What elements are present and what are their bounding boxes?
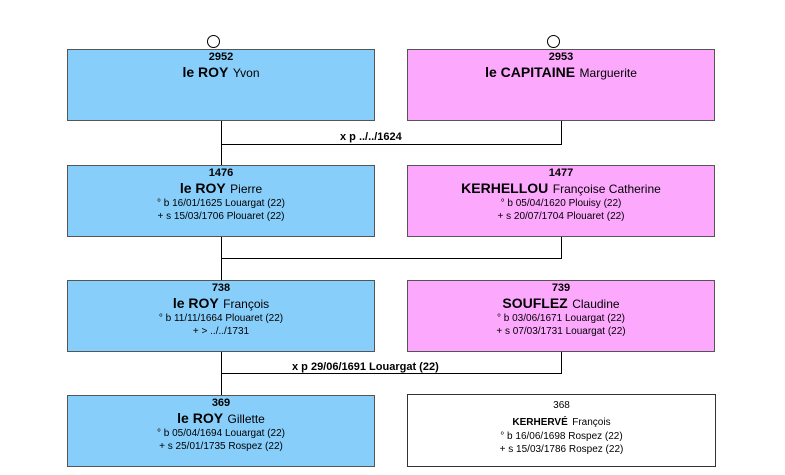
surname: KERHELLOU <box>461 180 549 196</box>
death-event: + s 15/03/1706 Plouaret (22) <box>157 211 285 222</box>
sosa-number: 739 <box>551 282 571 294</box>
sosa-number: 2952 <box>208 51 234 63</box>
person-box-369[interactable]: 369 le ROY Gillette ° b 05/04/1694 Louar… <box>67 395 375 467</box>
birth-event: ° b 03/06/1671 Louargat (22) <box>497 313 625 324</box>
given-name: Gillette <box>227 412 265 426</box>
person-name: le CAPITAINE Marguerite <box>408 64 714 81</box>
death-event: + s 07/03/1731 Louargat (22) <box>496 326 626 337</box>
person-name: KERHELLOU Françoise Catherine <box>408 180 714 197</box>
surname: le ROY <box>179 180 226 196</box>
person-name: le ROY François <box>68 295 374 312</box>
given-name: Marguerite <box>579 66 637 80</box>
ancestor-marker-icon <box>547 35 560 48</box>
sosa-number: 738 <box>211 282 231 294</box>
sosa-number: 368 <box>553 400 570 411</box>
marriage-label: x p ../../1624 <box>340 131 402 143</box>
surname: le ROY <box>172 295 219 311</box>
birth-event: ° b 16/06/1698 Rospez (22) <box>500 431 623 442</box>
surname: SOUFLEZ <box>502 295 568 311</box>
person-name: SOUFLEZ Claudine <box>408 295 714 312</box>
connector-line <box>561 352 562 373</box>
given-name: Françoise Catherine <box>552 182 661 196</box>
death-event: + s 25/01/1735 Rospez (22) <box>159 441 283 452</box>
person-name: KERHERVÉ François <box>408 414 715 430</box>
person-name: le ROY Pierre <box>68 180 374 197</box>
given-name: Yvon <box>232 66 260 80</box>
connector-line <box>221 373 562 374</box>
person-box-1476[interactable]: 1476 le ROY Pierre ° b 16/01/1625 Louarg… <box>67 165 375 237</box>
surname: le ROY <box>182 64 229 80</box>
sosa-number: 1476 <box>208 167 234 179</box>
connector-line <box>561 237 562 258</box>
surname: KERHERVÉ <box>512 417 568 428</box>
person-box-1477[interactable]: 1477 KERHELLOU Françoise Catherine ° b 0… <box>407 165 715 237</box>
birth-event: ° b 11/11/1664 Plouaret (22) <box>158 313 284 324</box>
given-name: François <box>572 417 611 428</box>
death-event: + s 20/07/1704 Plouaret (22) <box>497 211 625 222</box>
birth-event: ° b 16/01/1625 Louargat (22) <box>157 198 285 209</box>
marriage-label: x p 29/06/1691 Louargat (22) <box>292 361 439 373</box>
surname: le ROY <box>177 410 224 426</box>
person-name: le ROY Gillette <box>68 410 374 427</box>
death-event: + s 15/03/1786 Rospez (22) <box>499 444 624 455</box>
surname: le CAPITAINE <box>485 64 576 80</box>
connector-line <box>221 144 562 145</box>
given-name: François <box>223 297 270 311</box>
person-name: le ROY Yvon <box>68 64 374 81</box>
person-box-368[interactable]: 368 KERHERVÉ François ° b 16/06/1698 Ros… <box>407 394 716 467</box>
person-box-739[interactable]: 739 SOUFLEZ Claudine ° b 03/06/1671 Loua… <box>407 280 715 352</box>
given-name: Pierre <box>230 182 263 196</box>
person-box-2953[interactable]: 2953 le CAPITAINE Marguerite <box>407 49 715 121</box>
sosa-number: 369 <box>211 397 231 409</box>
person-box-2952[interactable]: 2952 le ROY Yvon <box>67 49 375 121</box>
given-name: Claudine <box>572 297 620 311</box>
connector-line <box>221 121 222 165</box>
connector-line <box>561 121 562 144</box>
birth-event: ° b 05/04/1620 Plouisy (22) <box>500 198 622 209</box>
sosa-number: 2953 <box>548 51 574 63</box>
person-box-738[interactable]: 738 le ROY François ° b 11/11/1664 Ploua… <box>67 280 375 352</box>
ancestor-marker-icon <box>207 35 220 48</box>
sosa-number: 1477 <box>548 167 574 179</box>
connector-line <box>221 258 562 259</box>
birth-event: ° b 05/04/1694 Louargat (22) <box>157 428 285 439</box>
death-event: + > ../../1731 <box>192 326 250 337</box>
